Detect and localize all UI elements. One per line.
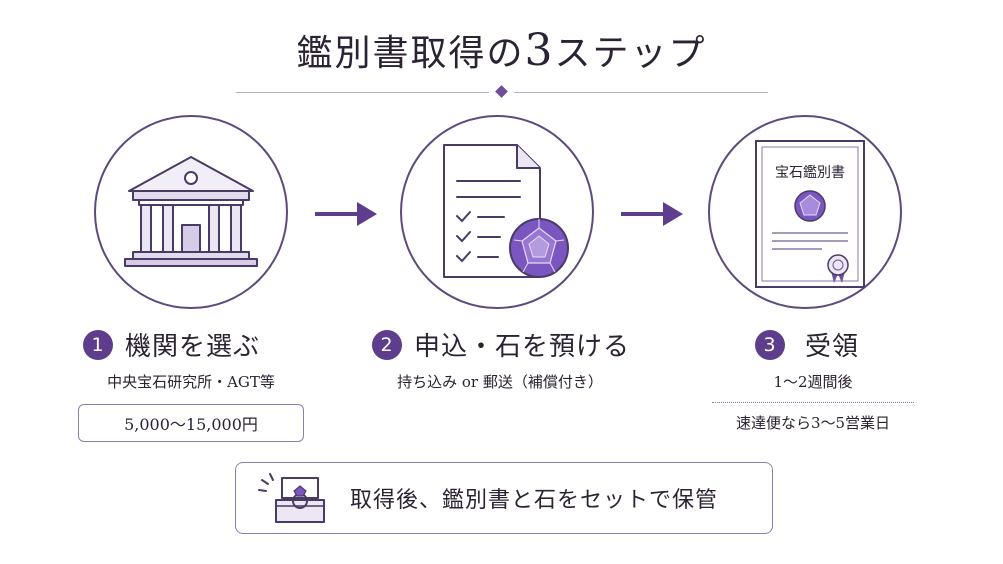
step-1-title: 機関を選ぶ	[125, 332, 261, 362]
certificate-icon: 宝石鑑別書	[755, 140, 865, 288]
arrow-right-icon	[315, 202, 377, 226]
storage-tip-text: 取得後、鑑別書と石をセットで保管	[350, 488, 719, 513]
step-3-title: 受領	[805, 332, 860, 362]
title-text-before: 鑑別書取得の	[296, 33, 525, 74]
price-range-text: 5,000〜15,000円	[124, 415, 258, 434]
step-2-subtitle: 持ち込み or 郵送（補償付き）	[397, 373, 603, 391]
ring-box-icon	[258, 473, 325, 523]
step-2-circle	[400, 115, 594, 309]
step-3-dotted-divider	[712, 402, 914, 403]
checklist-document-gem-icon	[443, 144, 569, 278]
price-range-box: 5,000〜15,000円	[78, 404, 304, 442]
title-divider-left	[236, 92, 489, 93]
step-1-circle	[94, 115, 288, 309]
step-3-heading: 3 受領	[755, 326, 859, 363]
step-1-number-badge: 1	[83, 329, 113, 360]
divider-diamond-icon	[495, 85, 508, 98]
step-3-note: 速達便なら3〜5営業日	[735, 414, 891, 432]
bank-building-icon	[124, 156, 258, 267]
step-2-title: 申込・石を預ける	[414, 332, 631, 362]
step-2-heading: 2 申込・石を預ける	[372, 326, 630, 363]
certificate-label: 宝石鑑別書	[775, 164, 845, 181]
step-1-subtitle: 中央宝石研究所・AGT等	[107, 373, 275, 391]
title-number: 3	[524, 25, 555, 76]
step-3-circle: 宝石鑑別書	[708, 115, 902, 309]
arrow-right-icon	[621, 202, 683, 226]
title-divider-right	[514, 92, 768, 93]
step-2-number-badge: 2	[372, 329, 402, 360]
step-1-heading: 1 機関を選ぶ	[83, 326, 260, 363]
page-title: 鑑別書取得の3ステップ	[0, 24, 1003, 76]
step-3-number-badge: 3	[755, 329, 785, 360]
title-text-after: ステップ	[554, 33, 707, 74]
step-3-subtitle: 1〜2週間後	[773, 373, 853, 391]
